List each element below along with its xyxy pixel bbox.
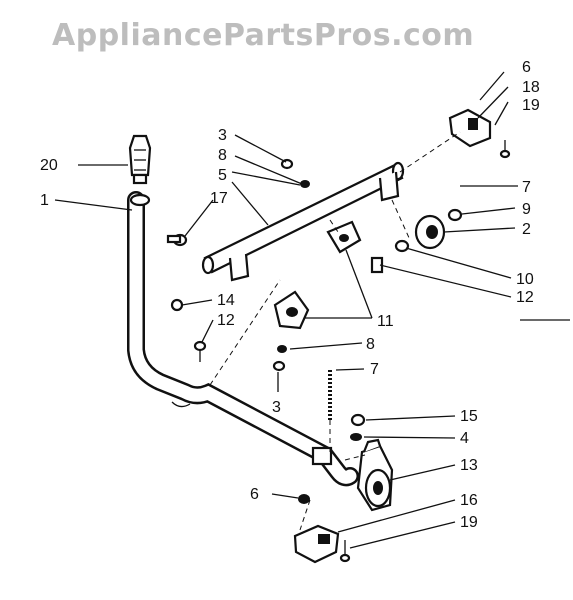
callout-7-lower: 7: [370, 361, 379, 378]
callout-16: 16: [460, 492, 478, 509]
wheel: [394, 208, 463, 253]
callout-3: 3: [218, 127, 227, 144]
callout-19-lower: 19: [460, 514, 478, 531]
callout-11: 11: [377, 313, 394, 330]
callout-18: 18: [522, 79, 540, 96]
callout-7: 7: [522, 179, 531, 196]
callout-6-lower: 6: [250, 486, 259, 503]
bottom-bracket: [293, 524, 351, 564]
callout-5: 5: [218, 167, 227, 184]
callout-2: 2: [522, 221, 531, 238]
callout-8-lower: 8: [366, 336, 375, 353]
callout-labels: 6 18 19 7 9 2 10 12 11 3 8 5 17 20 1 14 …: [40, 59, 540, 531]
watermark: AppliancePartsPros.com: [52, 18, 475, 53]
callout-9: 9: [522, 201, 531, 218]
callout-6: 6: [522, 59, 531, 76]
top-bracket: [448, 108, 511, 159]
leader-lines: [54, 71, 570, 549]
orifice-fitting: [128, 134, 152, 185]
callout-13: 13: [460, 457, 478, 474]
callout-15: 15: [460, 408, 478, 425]
callout-12-lower: 12: [217, 312, 235, 329]
clip-bracket-lower: [273, 290, 310, 330]
callout-19: 19: [522, 97, 540, 114]
callout-10: 10: [516, 271, 534, 288]
callout-14: 14: [217, 292, 235, 309]
callout-8: 8: [218, 147, 227, 164]
upper-tube: [201, 161, 405, 282]
callout-1: 1: [40, 192, 49, 209]
burner-pipe: [127, 191, 359, 487]
callout-12: 12: [516, 289, 534, 306]
assembly-lines: [209, 131, 461, 531]
callout-20: 20: [40, 157, 58, 174]
caster: [356, 438, 394, 512]
callout-3-lower: 3: [272, 399, 281, 416]
callout-17: 17: [210, 190, 228, 207]
callout-4: 4: [460, 430, 469, 447]
